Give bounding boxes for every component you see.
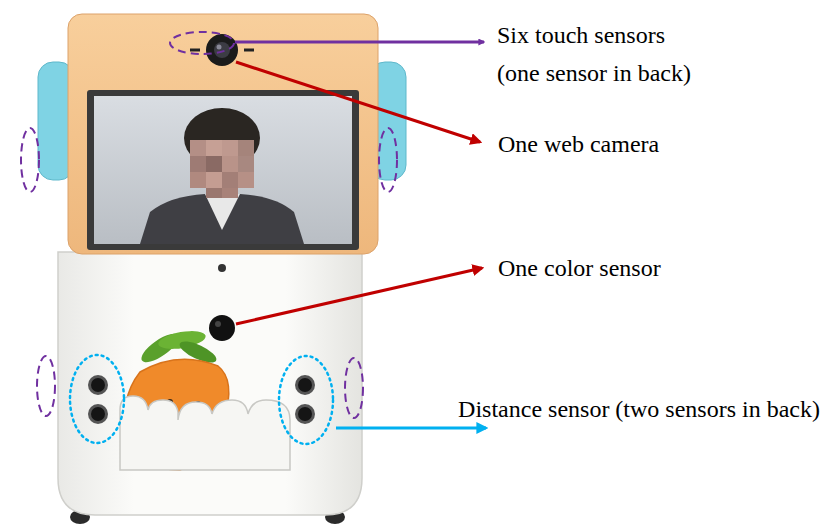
distance-sensor xyxy=(295,404,315,424)
distance-sensor xyxy=(88,404,108,424)
mosaic-block xyxy=(206,140,222,156)
distance-sensor xyxy=(298,407,312,421)
callout-label: Six touch sensors (one sensor in back) xyxy=(497,16,692,92)
mosaic-block xyxy=(190,140,206,156)
touch-sensor-outline xyxy=(21,128,39,192)
mosaic-block xyxy=(238,140,254,156)
distance-sensor xyxy=(91,378,105,392)
lens-highlight xyxy=(217,45,222,50)
lens-highlight xyxy=(215,321,221,327)
camera-mark xyxy=(190,49,200,52)
leader-arrow xyxy=(236,62,480,142)
mosaic-block xyxy=(222,156,238,172)
mosaic-block xyxy=(222,188,238,198)
distance-sensor-outline xyxy=(70,355,124,443)
callout-label: Distance sensor (two sensors in back) xyxy=(458,392,820,426)
pixelated-person xyxy=(140,108,304,244)
touch-sensor-outline xyxy=(379,128,397,192)
callout-label: One web camera xyxy=(498,126,659,162)
camera-body xyxy=(206,34,238,66)
mosaic-block xyxy=(190,172,206,188)
distance-sensor xyxy=(298,378,312,392)
leader-arrow xyxy=(236,268,482,324)
mosaic-block xyxy=(238,172,254,188)
camera-mark xyxy=(244,49,254,52)
color-sensor xyxy=(209,315,235,341)
mosaic-block xyxy=(190,156,206,172)
distance-sensor xyxy=(295,375,315,395)
mosaic-block xyxy=(206,188,222,198)
screen-frame xyxy=(87,90,359,250)
mosaic-block xyxy=(222,172,238,188)
distance-sensor-outline xyxy=(279,356,333,444)
mosaic-block xyxy=(206,172,222,188)
mosaic-block xyxy=(238,156,254,172)
callout-label: One color sensor xyxy=(498,250,661,286)
distance-sensor xyxy=(88,375,108,395)
indicator-dot xyxy=(218,264,226,272)
suit xyxy=(140,194,304,244)
touch-sensor-outline xyxy=(37,356,55,416)
shirt xyxy=(205,194,240,230)
pocket xyxy=(120,396,290,470)
leader-arrow xyxy=(336,427,486,430)
mosaic-block xyxy=(206,156,222,172)
distance-sensor-outline xyxy=(70,355,333,444)
leader-arrow xyxy=(235,41,484,44)
robot-body xyxy=(58,252,362,515)
robot-head xyxy=(68,14,378,254)
web-camera xyxy=(190,34,254,66)
distance-sensor xyxy=(91,407,105,421)
touch-sensor-outline xyxy=(170,32,234,54)
touch-sensor-outline xyxy=(21,32,397,418)
screen xyxy=(94,96,352,244)
touch-sensor-outline xyxy=(345,358,363,418)
camera-lens xyxy=(214,42,230,58)
mosaic-block xyxy=(222,140,238,156)
